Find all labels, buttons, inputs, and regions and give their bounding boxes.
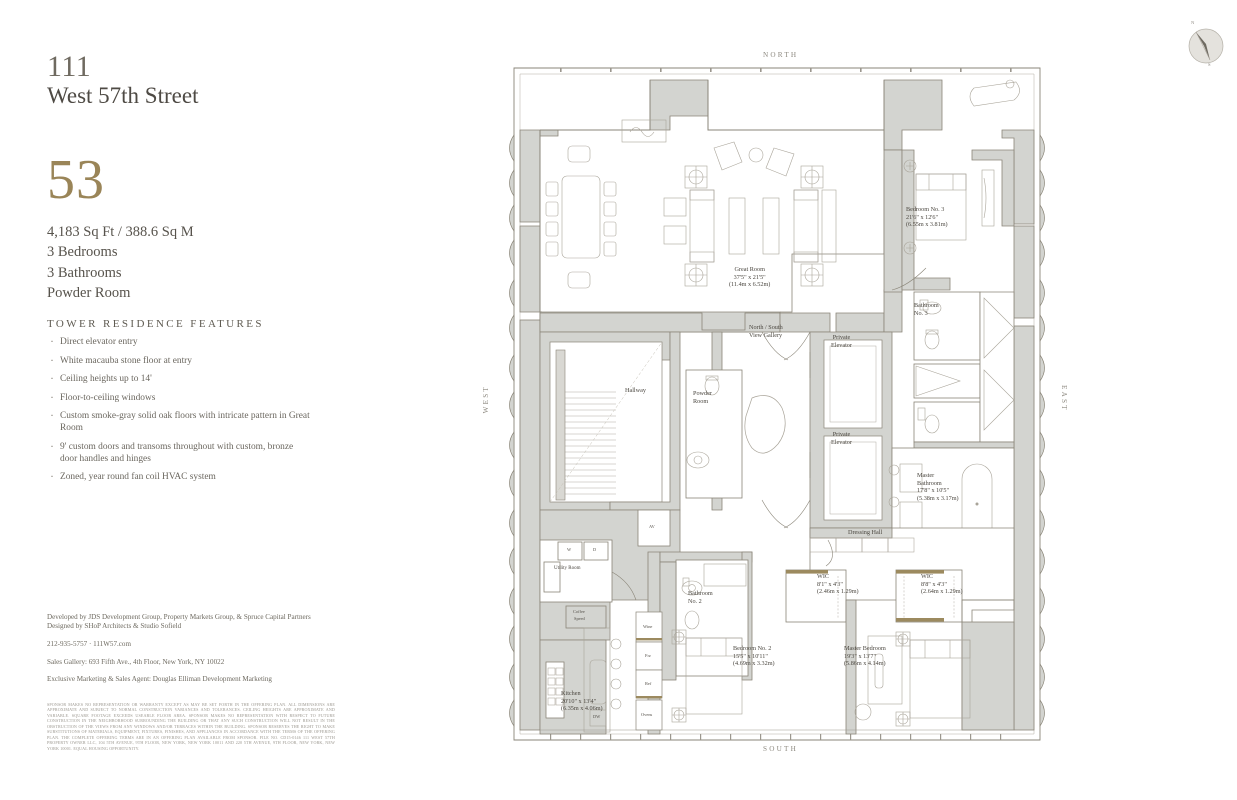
spec-bathrooms: 3 Bathrooms: [47, 264, 122, 281]
credit-sales-agent: Exclusive Marketing & Sales Agent: Dougl…: [47, 675, 272, 684]
room-label-bedroom-3: Bedroom No. 3 21'6" x 12'6" (6.55m x 3.8…: [906, 206, 948, 229]
appliance-label-washer: W: [567, 547, 572, 552]
room-label-kitchen: Kitchen 20'10" x 13'4" (6.35m x 4.06m): [561, 690, 603, 713]
room-label-bedroom-2: Bedroom No. 2 15'5" x 10'11" (4.69m x 3.…: [733, 645, 775, 668]
unit-number: 53: [47, 149, 105, 211]
direction-west: WEST: [482, 385, 490, 414]
credit-sales-gallery: Sales Gallery: 693 Fifth Ave., 4th Floor…: [47, 657, 225, 666]
floor-plan: NORTH SOUTH WEST EAST: [480, 40, 1080, 770]
direction-north: NORTH: [763, 51, 799, 59]
feature-item-0: Direct elevator entry: [47, 335, 312, 348]
room-label-wic-1: WIC 8'1" x 4'3" (2.46m x 1.29m): [817, 573, 859, 596]
legal-disclaimer: SPONSOR MAKES NO REPRESENTATION OR WARRA…: [47, 702, 335, 751]
appliance-label-coffee: Coffee: [573, 609, 585, 614]
spec-bedrooms: 3 Bedrooms: [47, 244, 118, 261]
feature-item-5: 9' custom doors and transoms throughout …: [47, 440, 312, 465]
spec-area: 4,183 Sq Ft / 388.6 Sq M: [47, 224, 194, 240]
credits-block: Developed by JDS Development Group, Prop…: [47, 613, 347, 693]
room-label-wic-2: WIC 8'8" x 4'3" (2.64m x 1.29m): [921, 573, 963, 596]
room-label-private-elevator-2: Private Elevator: [831, 431, 852, 446]
features-heading: TOWER RESIDENCE FEATURES: [47, 318, 264, 330]
appliance-label-wine: Wine: [643, 624, 653, 629]
credit-developed-by: Developed by JDS Development Group, Prop…: [47, 613, 311, 621]
compass-north-label: N: [1191, 20, 1195, 25]
direction-east: EAST: [1060, 385, 1068, 412]
room-label-private-elevator-1: Private Elevator: [831, 334, 852, 349]
feature-item-6: Zoned, year round fan coil HVAC system: [47, 470, 312, 483]
appliance-label-ovens: Ovens: [641, 712, 653, 717]
room-label-hallway: Hallway: [625, 387, 646, 394]
direction-south: SOUTH: [763, 745, 798, 753]
spec-powder-room: Powder Room: [47, 285, 131, 302]
appliance-label-dishwasher: DW: [593, 714, 601, 719]
room-label-bathroom-3: Bathroom No. 3: [914, 302, 939, 317]
feature-item-2: Ceiling heights up to 14': [47, 372, 312, 385]
credit-designed-by: Designed by SHoP Architects & Studio Sof…: [47, 622, 182, 631]
appliance-label-speed-oven: Speed: [574, 616, 585, 621]
room-label-great-room: Great Room 37'5" x 21'5" (11.4m x 6.52m): [729, 266, 771, 289]
room-label-master-bathroom: Master Bathroom 17'8" x 10'5" (5.38m x 3…: [917, 472, 959, 502]
address-number: 111: [47, 50, 92, 83]
feature-item-3: Floor-to-ceiling windows: [47, 391, 312, 404]
appliance-label-av: AV: [649, 524, 655, 529]
feature-item-4: Custom smoke-gray solid oak floors with …: [47, 409, 312, 434]
appliance-label-refrigerator: Ref: [645, 681, 652, 686]
features-list: Direct elevator entryWhite macauba stone…: [47, 335, 312, 490]
feature-item-1: White macauba stone floor at entry: [47, 354, 312, 367]
room-label-bathroom-2: Bathroom No. 2: [688, 590, 713, 605]
room-label-utility-room: Utility Room: [554, 566, 581, 571]
room-label-dressing-hall: Dressing Hall: [848, 529, 883, 536]
address-street: West 57th Street: [47, 83, 199, 108]
room-label-powder-room: Powder Room: [693, 390, 712, 405]
floor-plan-drawing: [509, 67, 1045, 741]
residence-specs: 4,183 Sq Ft / 388.6 Sq M 3 Bedrooms 3 Ba…: [47, 222, 194, 304]
appliance-label-freezer: Frz: [645, 653, 651, 658]
credit-contact[interactable]: 212-935-5757 · 111W57.com: [47, 639, 131, 648]
compass-rose: N S: [1182, 14, 1230, 74]
room-label-master-bedroom: Master Bedroom 19'3" x 13'7" (5.86m x 4.…: [844, 645, 886, 668]
compass-south-label: S: [1208, 62, 1211, 67]
room-label-view-gallery: North / South View Gallery: [749, 324, 783, 339]
appliance-label-dryer: D: [593, 547, 597, 552]
info-panel: 111 West 57th Street 53 4,183 Sq Ft / 38…: [0, 0, 420, 800]
